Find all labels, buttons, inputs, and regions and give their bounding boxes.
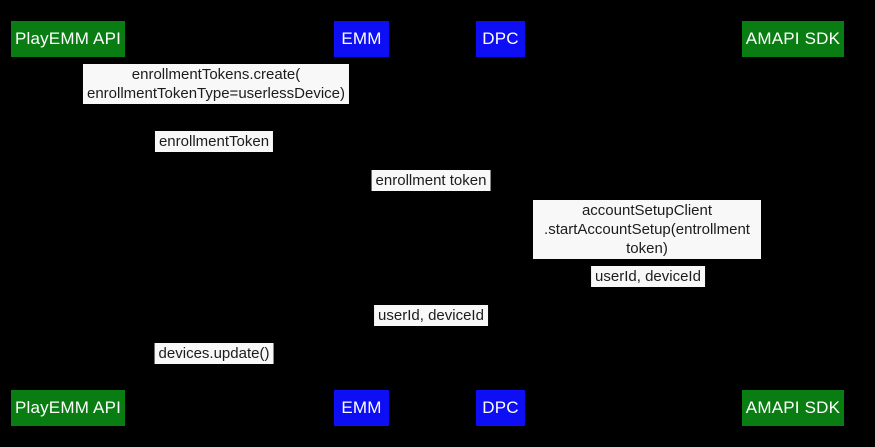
actor-emm-top: EMM — [334, 21, 389, 57]
message-enrollment-token-return: enrollmentToken — [154, 131, 274, 152]
actor-playemm-api-bottom: PlayEMM API — [11, 390, 125, 426]
actor-amapi-sdk-bottom: AMAPI SDK — [742, 390, 844, 426]
actor-amapi-sdk-top: AMAPI SDK — [742, 21, 844, 57]
message-enrollment-tokens-create: enrollmentTokens.create( enrollmentToken… — [82, 64, 350, 104]
actor-dpc-top: DPC — [476, 21, 525, 57]
actor-playemm-api-top: PlayEMM API — [11, 21, 125, 57]
actor-emm-bottom: EMM — [334, 390, 389, 426]
actor-dpc-bottom: DPC — [476, 390, 525, 426]
message-enrollment-token-to-dpc: enrollment token — [371, 170, 491, 191]
message-userid-deviceid-return: userId, deviceId — [591, 266, 705, 287]
message-devices-update: devices.update() — [154, 343, 274, 364]
message-start-account-setup: accountSetupClient .startAccountSetup(en… — [533, 200, 761, 259]
message-userid-deviceid-to-emm: userId, deviceId — [374, 305, 488, 326]
